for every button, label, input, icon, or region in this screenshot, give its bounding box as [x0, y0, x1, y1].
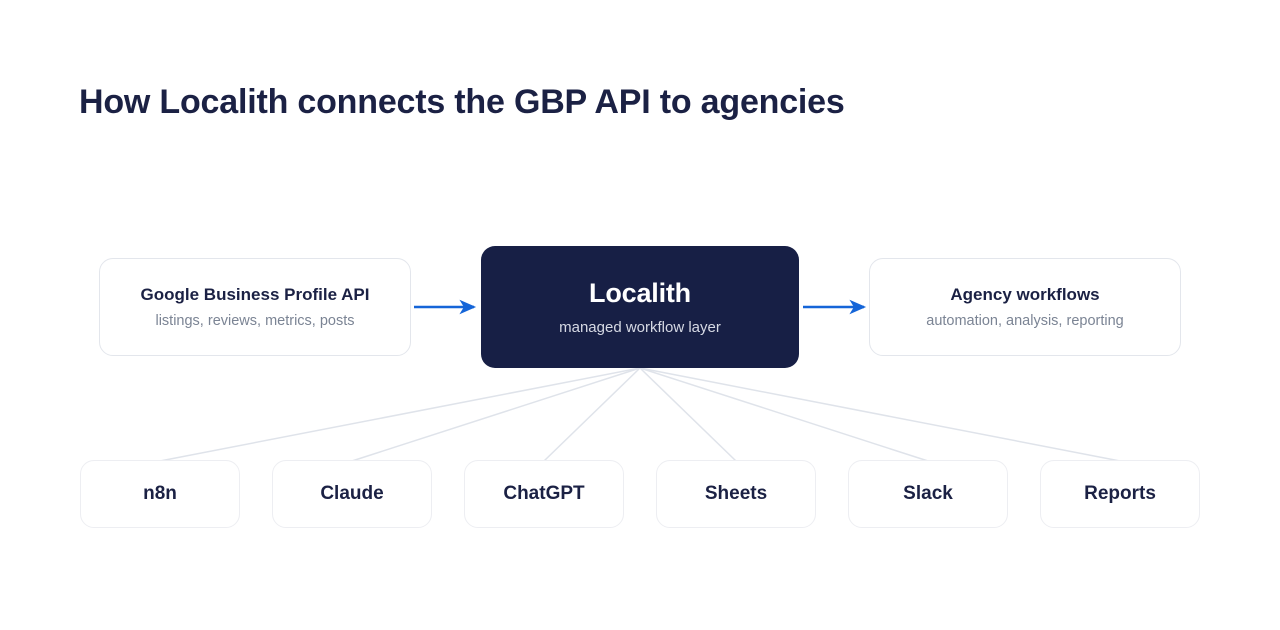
chip-label: Slack — [903, 483, 953, 504]
hub-subtitle: managed workflow layer — [559, 319, 721, 336]
chip-label: n8n — [143, 483, 177, 504]
chip-label: Reports — [1084, 483, 1156, 504]
chip-slack[interactable]: Slack — [848, 460, 1008, 528]
chip-label: Claude — [320, 483, 384, 504]
chip-reports[interactable]: Reports — [1040, 460, 1200, 528]
chip-sheets[interactable]: Sheets — [656, 460, 816, 528]
card-localith-hub[interactable]: Localith managed workflow layer — [481, 246, 799, 368]
card-title: Google Business Profile API — [140, 285, 370, 304]
card-google-business-profile-api[interactable]: Google Business Profile API listings, re… — [99, 258, 411, 356]
chip-n8n[interactable]: n8n — [80, 460, 240, 528]
card-title: Agency workflows — [950, 285, 1100, 304]
chip-chatgpt[interactable]: ChatGPT — [464, 460, 624, 528]
card-subtitle: automation, analysis, reporting — [926, 313, 1124, 329]
hub-title: Localith — [589, 278, 691, 308]
chip-label: Sheets — [704, 483, 768, 504]
card-agency-workflows[interactable]: Agency workflows automation, analysis, r… — [869, 258, 1181, 356]
chip-claude[interactable]: Claude — [272, 460, 432, 528]
card-subtitle: listings, reviews, metrics, posts — [155, 313, 355, 329]
page-title: How Localith connects the GBP API to age… — [79, 83, 845, 121]
hub-to-integrations-fan — [159, 367, 1121, 462]
chip-label: ChatGPT — [503, 483, 585, 504]
